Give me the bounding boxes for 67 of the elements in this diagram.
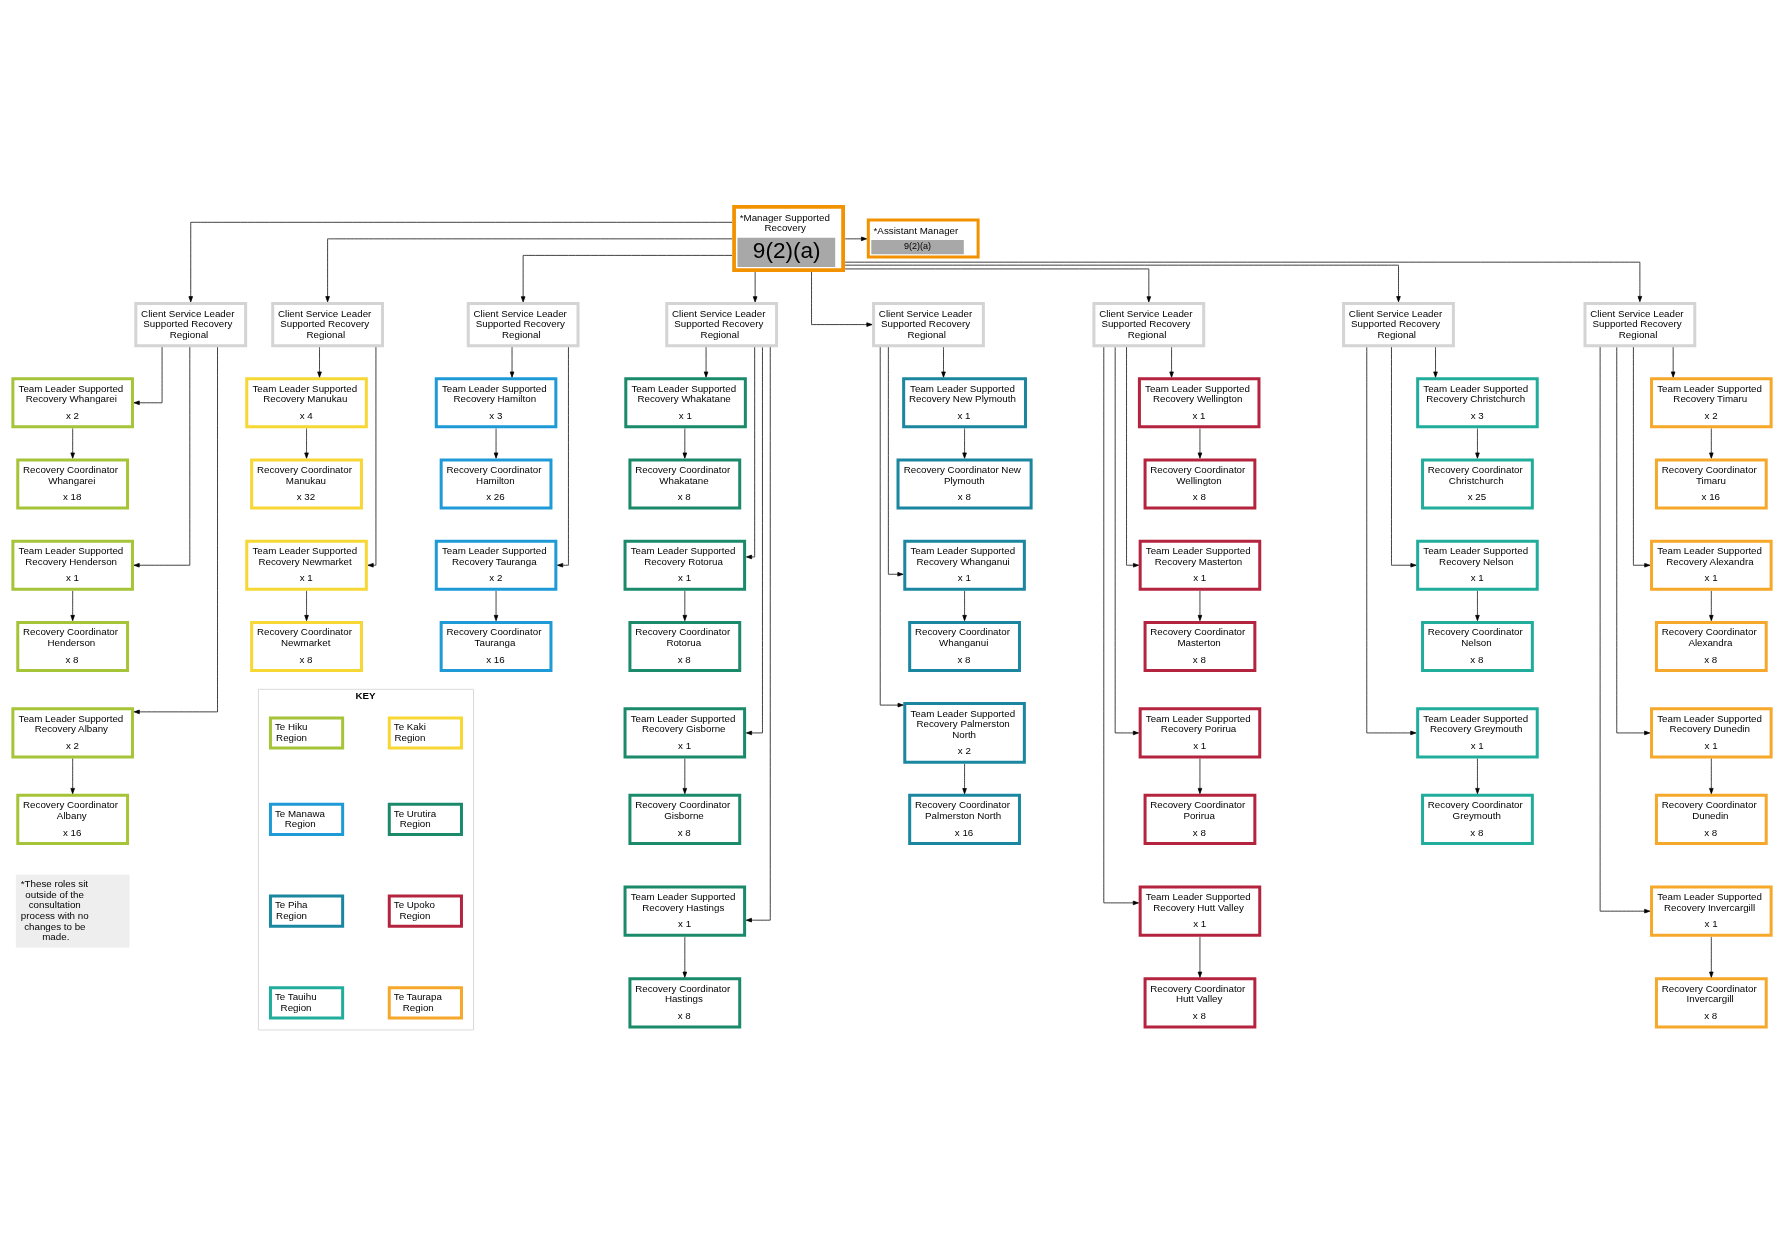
legend-label: Te Hiku Region bbox=[274, 721, 308, 743]
arrow bbox=[1114, 347, 1139, 736]
arrow bbox=[962, 590, 967, 621]
arrow bbox=[1103, 346, 1139, 906]
legend-label: Te Manawa Region bbox=[274, 807, 325, 830]
arrow bbox=[746, 347, 763, 736]
arrow bbox=[557, 346, 569, 568]
arrow bbox=[1197, 936, 1203, 978]
arrow bbox=[1126, 346, 1140, 568]
arrow bbox=[1709, 590, 1714, 621]
arrow bbox=[1475, 428, 1480, 459]
arrow bbox=[1709, 758, 1714, 795]
arrow bbox=[1475, 758, 1480, 795]
arrow bbox=[941, 346, 946, 378]
arrow bbox=[493, 590, 499, 621]
arrow bbox=[811, 271, 873, 327]
arrow bbox=[1169, 346, 1174, 378]
arrow bbox=[682, 428, 688, 459]
arrow bbox=[1197, 758, 1203, 795]
arrow bbox=[1633, 346, 1651, 568]
arrow bbox=[752, 271, 758, 303]
arrow bbox=[682, 590, 688, 621]
arrow bbox=[509, 346, 515, 378]
arrow bbox=[682, 936, 688, 978]
arrow bbox=[879, 346, 904, 708]
arrow bbox=[1709, 428, 1714, 459]
arrow bbox=[133, 346, 191, 568]
legend-label: Te Upoko Region bbox=[393, 899, 436, 921]
arrow bbox=[317, 346, 322, 378]
arrow bbox=[1670, 346, 1676, 378]
arrow bbox=[1366, 347, 1417, 736]
arrow bbox=[70, 590, 75, 621]
arrow bbox=[703, 346, 709, 378]
legend-label: Te Urutira Region bbox=[393, 807, 437, 830]
arrow bbox=[367, 346, 377, 568]
arrow bbox=[888, 346, 904, 577]
arrow bbox=[844, 261, 1643, 303]
arrow bbox=[325, 238, 733, 303]
arrow bbox=[304, 590, 309, 621]
legend-label: Te Piha Region bbox=[274, 899, 308, 921]
arrow bbox=[70, 428, 75, 459]
arrow bbox=[1433, 346, 1438, 378]
legend-label: Te Kaki Region bbox=[393, 721, 426, 743]
arrow bbox=[1391, 346, 1417, 568]
arrow bbox=[1197, 428, 1203, 459]
arrow bbox=[844, 236, 867, 242]
arrow bbox=[133, 347, 218, 715]
arrow bbox=[746, 346, 756, 560]
legend-label: Te Tauihu Region bbox=[274, 991, 317, 1013]
arrow bbox=[1475, 590, 1480, 621]
arrow bbox=[962, 428, 967, 459]
arrow bbox=[682, 758, 688, 795]
arrow bbox=[1616, 347, 1651, 736]
arrow bbox=[520, 255, 733, 303]
legend-label: Te Taurapa Region bbox=[393, 991, 442, 1013]
arrow bbox=[1599, 346, 1651, 914]
arrow bbox=[844, 268, 1152, 303]
arrow bbox=[304, 428, 309, 459]
arrow bbox=[493, 428, 499, 459]
arrow bbox=[745, 346, 771, 923]
arrow bbox=[188, 221, 733, 303]
arrow bbox=[1197, 590, 1203, 621]
arrow bbox=[962, 763, 967, 795]
arrow bbox=[133, 346, 163, 405]
arrow bbox=[844, 264, 1401, 303]
arrow bbox=[70, 758, 75, 795]
arrow bbox=[1709, 936, 1714, 978]
